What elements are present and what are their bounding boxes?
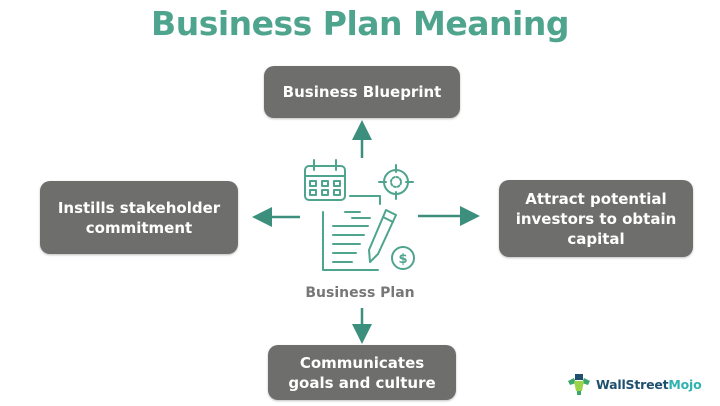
node-label: Attract potential investors to obtain ca… xyxy=(515,189,677,248)
dollar-coin-icon: $ xyxy=(391,246,415,270)
node-label: Communicates goals and culture xyxy=(288,353,436,392)
bull-logo-icon xyxy=(568,374,590,395)
document-icon xyxy=(322,195,381,271)
node-communicates-goals: Communicates goals and culture xyxy=(268,345,456,400)
target-icon xyxy=(378,164,414,200)
node-label: Instills stakeholder commitment xyxy=(57,198,221,237)
node-business-blueprint: Business Blueprint xyxy=(264,66,460,118)
node-instills-stakeholder-commitment: Instills stakeholder commitment xyxy=(40,181,238,254)
page-title: Business Plan Meaning xyxy=(151,4,569,43)
logo-text: WallStreetMojo xyxy=(596,376,702,392)
calendar-icon xyxy=(304,159,346,201)
pencil-icon xyxy=(368,209,397,263)
center-label: Business Plan xyxy=(305,285,415,301)
node-label: Business Blueprint xyxy=(282,83,442,101)
node-attract-investors: Attract potential investors to obtain ca… xyxy=(499,180,693,257)
svg-text:$: $ xyxy=(398,252,407,267)
wallstreetmojo-logo: WallStreetMojo xyxy=(566,372,702,396)
